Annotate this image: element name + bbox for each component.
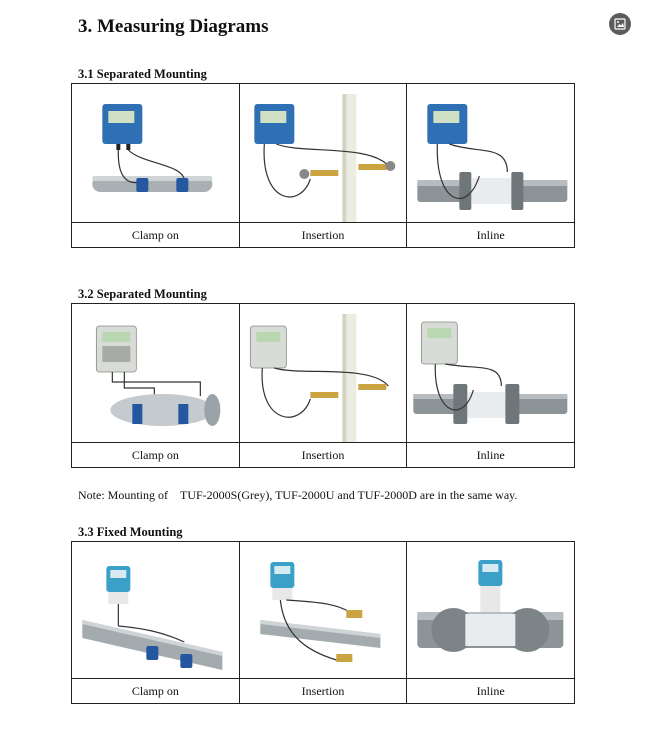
caption-clamp-on: Clamp on bbox=[72, 443, 240, 467]
caption-inline: Inline bbox=[476, 684, 505, 698]
caption-inline: Inline bbox=[476, 448, 505, 462]
diagram-table-3-3: Clamp on Insertion Inline bbox=[71, 541, 575, 704]
note-prefix: Note: Mounting of bbox=[78, 488, 168, 502]
caption-clamp-on: Clamp on bbox=[72, 679, 240, 703]
image-search-icon bbox=[614, 18, 626, 30]
diagram-table-3-1: Clamp on Insertion Inline bbox=[71, 83, 575, 248]
diagram-insertion-grey bbox=[240, 304, 408, 442]
diagram-insertion-fixed bbox=[240, 542, 408, 678]
caption-inline: Inline bbox=[476, 228, 505, 242]
diagram-clamp-on-fixed bbox=[72, 542, 240, 678]
diagram-inline-blue bbox=[407, 84, 574, 222]
diagram-clamp-on-blue bbox=[72, 84, 240, 222]
section-title-3-3: 3.3 Fixed Mounting bbox=[78, 525, 183, 539]
diagram-inline-grey bbox=[407, 304, 574, 442]
page-title: 3. Measuring Diagrams bbox=[78, 16, 269, 37]
image-search-button[interactable] bbox=[609, 13, 631, 35]
diagram-insertion-blue bbox=[240, 84, 408, 222]
caption-insertion: Insertion bbox=[240, 223, 408, 247]
diagram-table-3-2: Clamp on Insertion Inline bbox=[71, 303, 575, 468]
note-text: Note: Mounting of TUF-2000S(Grey), TUF-20… bbox=[78, 488, 517, 503]
note-body: TUF-2000S(Grey), TUF-2000U and TUF-2000D… bbox=[180, 488, 518, 502]
diagram-clamp-on-grey bbox=[72, 304, 240, 442]
section-title-3-2: 3.2 Separated Mounting bbox=[78, 287, 207, 301]
caption-insertion: Insertion bbox=[240, 679, 408, 703]
section-title-3-1: 3.1 Separated Mounting bbox=[78, 67, 207, 81]
caption-clamp-on: Clamp on bbox=[72, 223, 240, 247]
caption-insertion: Insertion bbox=[240, 443, 408, 467]
diagram-inline-fixed bbox=[407, 542, 574, 678]
